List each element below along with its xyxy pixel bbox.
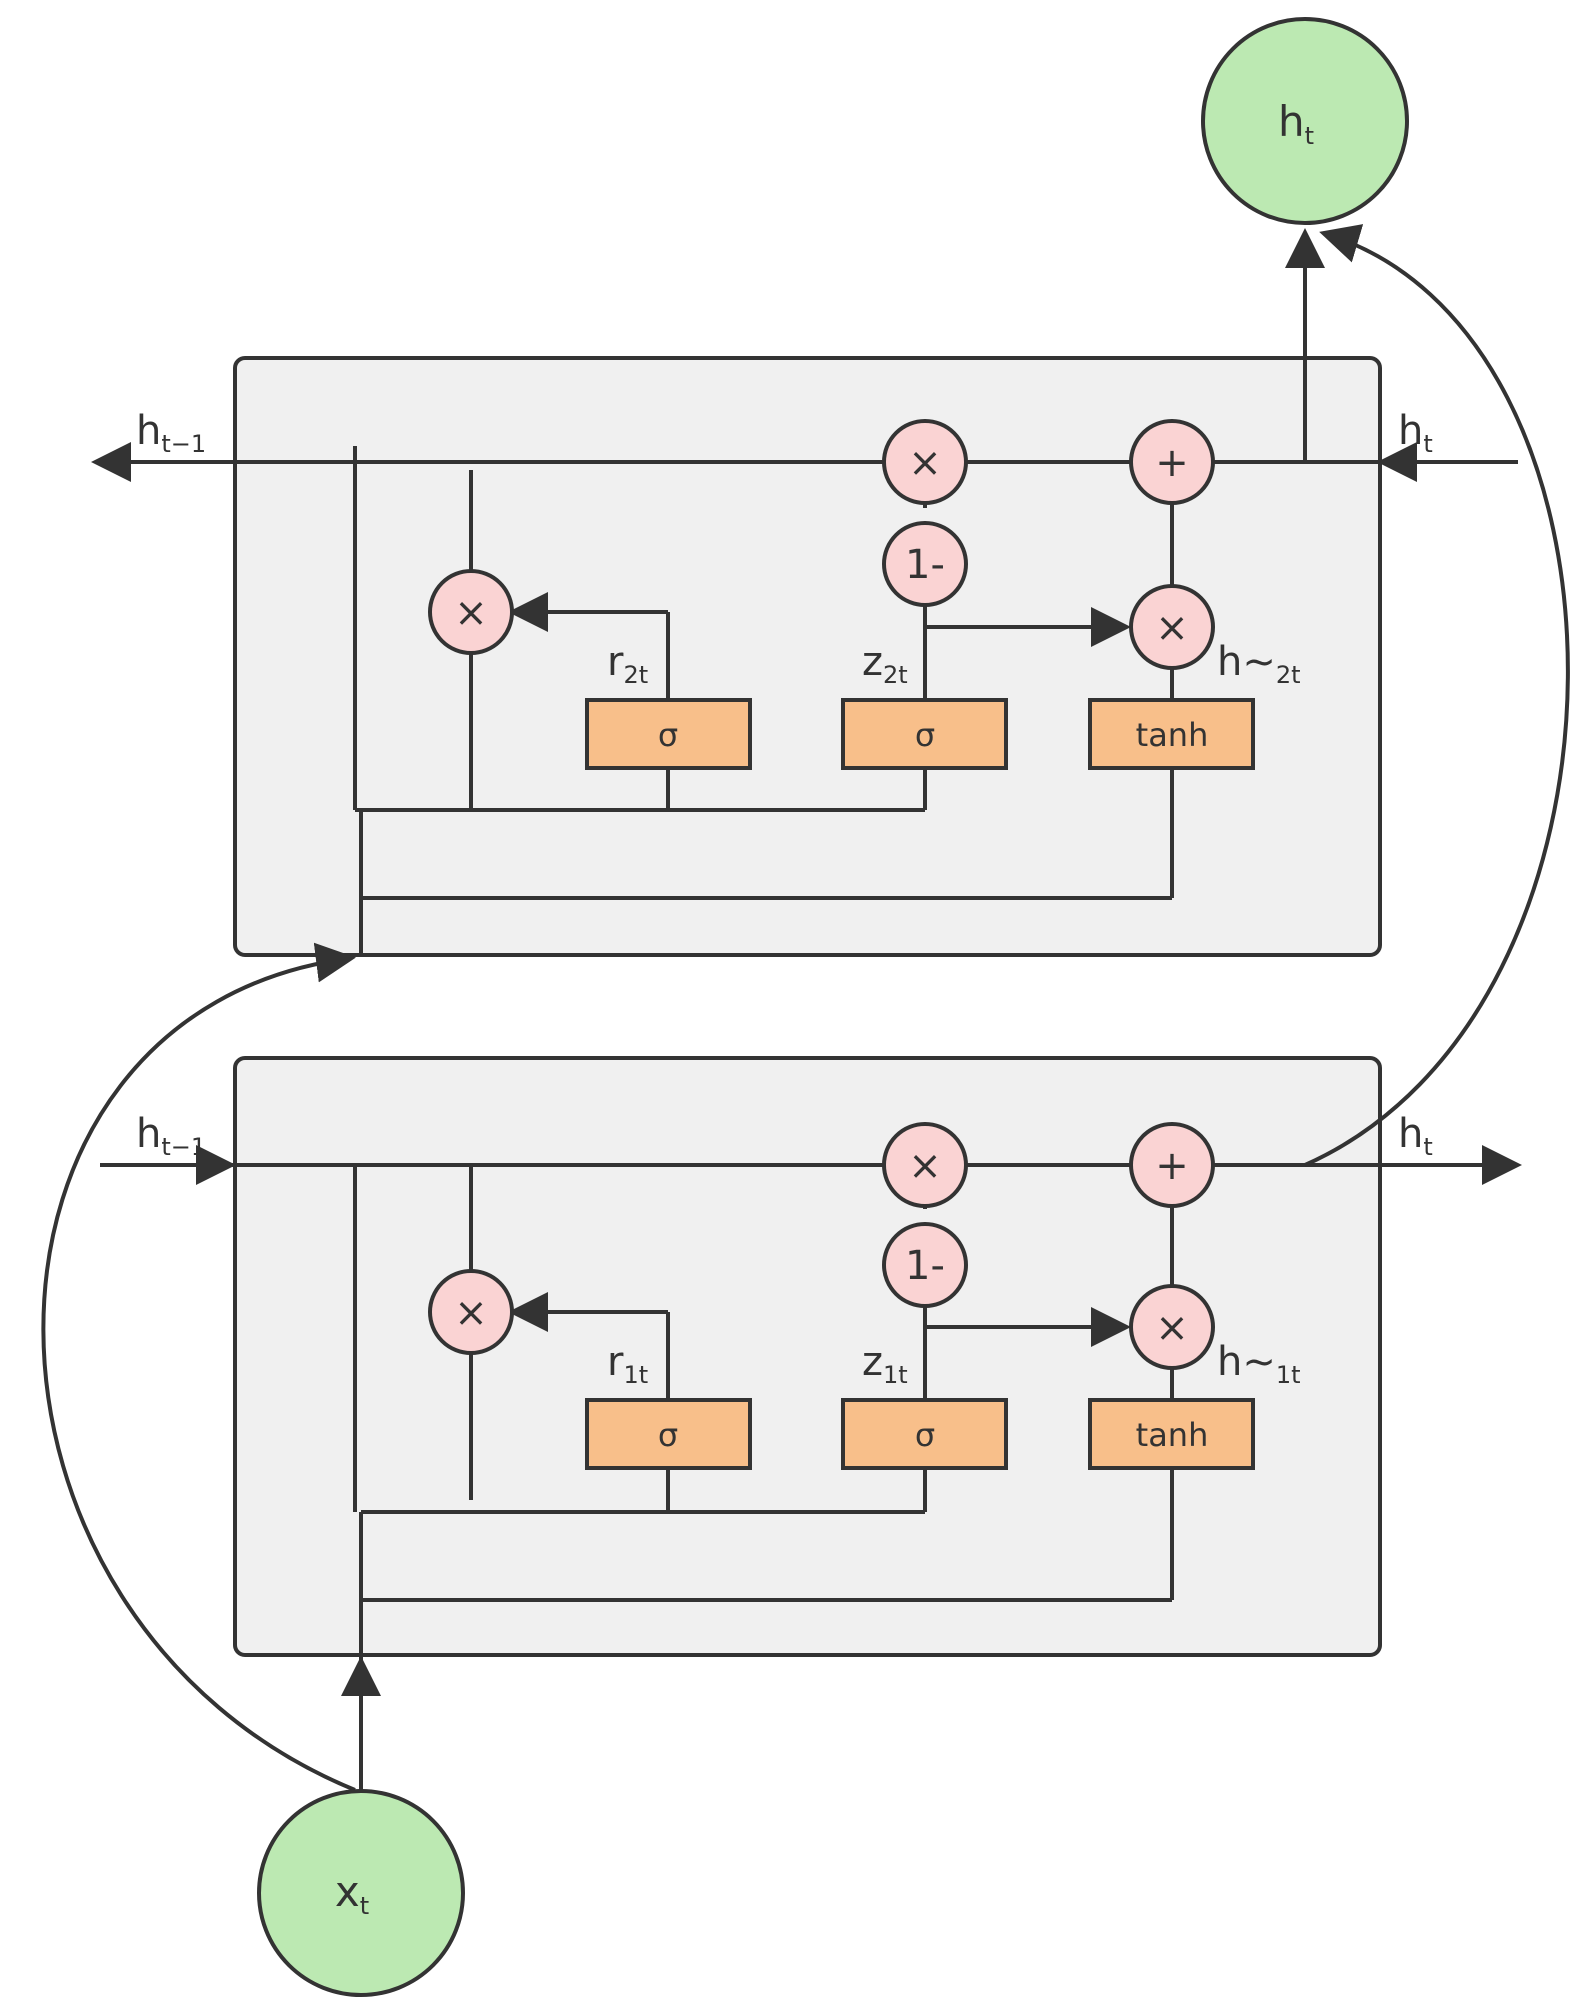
bottom-z-label: z1t (862, 1339, 908, 1389)
top-multiply-candidate-symbol: × (1155, 605, 1189, 651)
top-z-label: z2t (862, 639, 908, 689)
bottom-sigma-r-label: σ (658, 1416, 678, 1454)
top-right-hidden-label: ht (1398, 408, 1433, 458)
bottom-add-op: + (1129, 1122, 1215, 1208)
bottom-sigma-z-gate: σ (841, 1398, 1008, 1470)
bottom-multiply-candidate-op: × (1129, 1284, 1215, 1370)
top-add-symbol: + (1155, 440, 1189, 486)
bottom-gru-cell: σ σ tanh × × 1- + × ht−1 (100, 1056, 1522, 1790)
bottom-multiply-hidden-op: × (882, 1122, 968, 1208)
top-multiply-reset-op: × (428, 569, 514, 655)
top-cell-box (233, 356, 1382, 957)
top-sigma-z-label: σ (915, 716, 935, 754)
top-sigma-r-gate: σ (585, 698, 752, 770)
bottom-sigma-z-label: σ (915, 1416, 935, 1454)
bottom-one-minus-op: 1- (882, 1222, 968, 1308)
top-sigma-r-label: σ (658, 716, 678, 754)
bottom-multiply-hidden-symbol: × (908, 1143, 942, 1189)
bottom-left-hidden-label: ht−1 (136, 1111, 206, 1161)
bottom-multiply-candidate-symbol: × (1155, 1305, 1189, 1351)
bottom-sigma-r-gate: σ (585, 1398, 752, 1470)
bottom-cell-box (233, 1056, 1382, 1657)
bottom-multiply-reset-symbol: × (454, 1290, 488, 1336)
top-sigma-z-gate: σ (841, 698, 1008, 770)
bottom-h-candidate-label: h~1t (1217, 1339, 1301, 1389)
top-left-hidden-label: ht−1 (136, 408, 206, 458)
input-node: xt (257, 1789, 465, 1997)
top-add-op: + (1129, 419, 1215, 505)
output-node: ht (1201, 17, 1409, 225)
bottom-r-label: r1t (607, 1339, 648, 1389)
top-multiply-hidden-op: × (882, 419, 968, 505)
top-multiply-candidate-op: × (1129, 584, 1215, 670)
top-gru-cell: σ σ tanh × × 1- + × (91, 228, 1518, 957)
top-multiply-reset-symbol: × (454, 590, 488, 636)
bottom-right-hidden-label: ht (1398, 1111, 1433, 1161)
top-multiply-hidden-symbol: × (908, 440, 942, 486)
top-h-candidate-label: h~2t (1217, 639, 1301, 689)
output-node-label: ht (1278, 97, 1314, 150)
input-node-label: xt (335, 1867, 369, 1920)
bottom-multiply-reset-op: × (428, 1269, 514, 1355)
bottom-to-output-curve (1304, 224, 1570, 1167)
top-r-label: r2t (607, 639, 648, 689)
top-one-minus-op: 1- (882, 521, 968, 607)
bottom-one-minus-symbol: 1- (905, 1243, 945, 1289)
bottom-tanh-gate: tanh (1088, 1398, 1255, 1470)
bottom-add-symbol: + (1155, 1143, 1189, 1189)
top-one-minus-symbol: 1- (905, 542, 945, 588)
top-tanh-label: tanh (1136, 716, 1209, 754)
top-tanh-gate: tanh (1088, 698, 1255, 770)
bottom-tanh-label: tanh (1136, 1416, 1209, 1454)
input-to-top-curve (41, 942, 356, 1792)
